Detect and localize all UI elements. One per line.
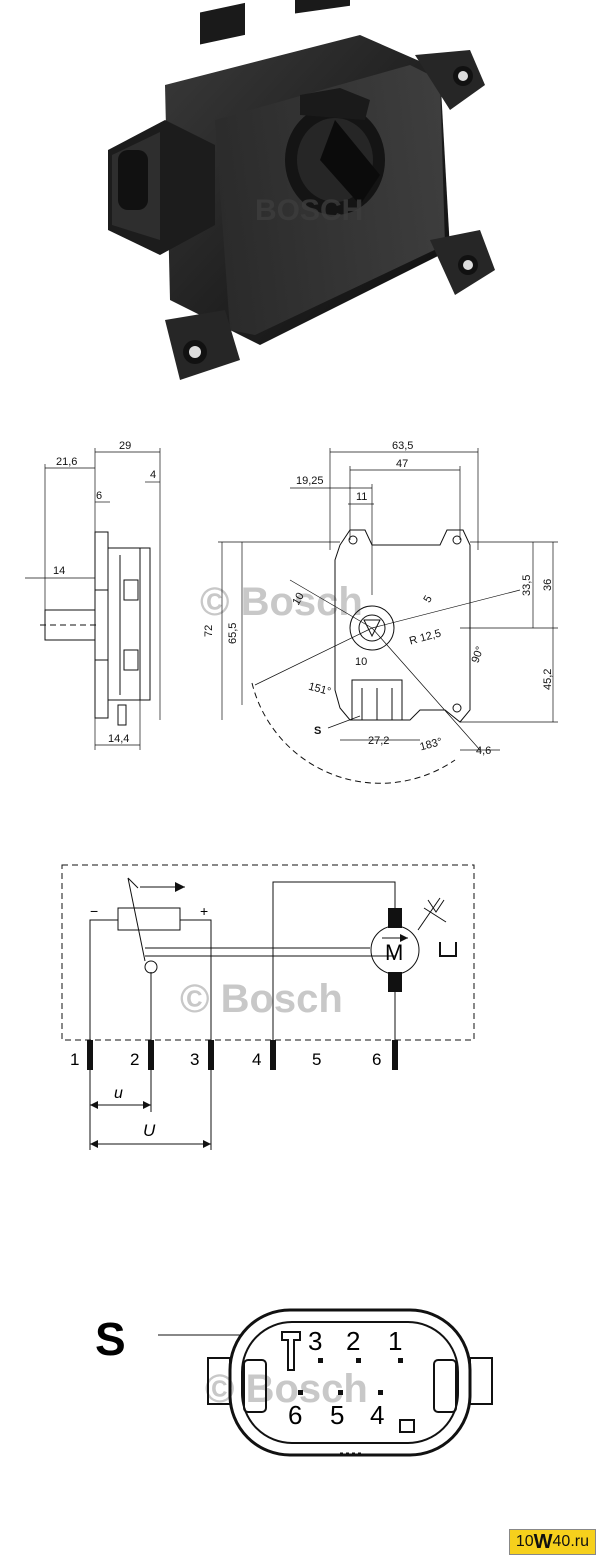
mounting-ear — [165, 310, 240, 380]
site-logo-prefix: 10 — [515, 1533, 534, 1550]
rotation-symbol-icon — [417, 897, 457, 957]
product-photo: BOSCH — [0, 0, 600, 400]
dim-29: 29 — [119, 440, 131, 452]
conn-pin-1: 1 — [388, 1326, 402, 1356]
dim-4: 4 — [150, 469, 156, 481]
plus-sign: + — [200, 903, 208, 919]
front-view: 63,5 47 19,25 11 72 65,5 33,5 36 45,2 — [203, 440, 558, 784]
pin-row: 1 2 3 4 5 6 — [70, 1040, 398, 1070]
dim-19-25: 19,25 — [296, 475, 324, 487]
pin-5: 5 — [312, 1050, 321, 1069]
motor-label: M — [385, 940, 403, 965]
connector-plug — [108, 120, 215, 255]
connector-face: © Bosch S 3 2 1 6 5 4 — [0, 1270, 600, 1510]
potentiometer: − + — [89, 877, 212, 1040]
dim-5: 5 — [421, 594, 434, 605]
dim-33-5: 33,5 — [521, 575, 533, 596]
site-logo-suffix: 40.ru — [552, 1533, 589, 1550]
dim-47: 47 — [396, 458, 408, 470]
pin-1: 1 — [70, 1050, 79, 1069]
pin-4: 4 — [252, 1050, 261, 1069]
site-logo-w: W — [533, 1530, 553, 1553]
angle-151: 151° — [307, 681, 332, 698]
brand-mark: BOSCH — [255, 194, 363, 227]
u-big-label: U — [143, 1121, 156, 1140]
dim-r-12-5: R 12,5 — [408, 628, 442, 648]
conn-pin-3: 3 — [308, 1326, 322, 1356]
dim-11: 11 — [356, 491, 367, 503]
angle-90: 90° — [469, 645, 486, 665]
watermark: © Bosch — [205, 1367, 368, 1411]
mounting-ear — [415, 50, 485, 110]
dim-14: 14 — [53, 565, 65, 577]
dimension-drawing: © Bosch 29 21,6 4 6 14 14,4 — [0, 420, 600, 810]
dim-72: 72 — [203, 625, 215, 637]
connector-pins: 3 2 1 6 5 4 — [288, 1326, 403, 1430]
dim-27-2: 27,2 — [368, 735, 389, 747]
conn-pin-4: 4 — [370, 1400, 384, 1430]
motor-symbol: M — [272, 881, 420, 1040]
output-shaft — [285, 88, 385, 215]
pin-2: 2 — [130, 1050, 139, 1069]
voltage-u-dimension: u U — [89, 1070, 212, 1150]
connector-s-label: S — [95, 1313, 126, 1365]
angle-183: 183° — [419, 736, 444, 753]
dim-6: 6 — [96, 490, 102, 502]
dim-36: 36 — [542, 579, 554, 591]
dim-14-4: 14,4 — [108, 733, 129, 745]
watermark: © Bosch — [200, 580, 363, 624]
dim-63-5: 63,5 — [392, 440, 413, 452]
side-view: 29 21,6 4 6 14 14,4 — [25, 440, 161, 750]
u-small-label: u — [114, 1085, 123, 1102]
s-marker: S — [314, 725, 321, 737]
dim-10-mid: 10 — [355, 656, 367, 668]
pin-6: 6 — [372, 1050, 381, 1069]
dim-4-6: 4,6 — [476, 745, 491, 757]
dim-10-top: 10 — [290, 591, 307, 608]
watermark: © Bosch — [180, 977, 343, 1021]
conn-pin-5: 5 — [330, 1400, 344, 1430]
site-logo: 10 W 40.ru — [508, 1529, 596, 1555]
dim-21-6: 21,6 — [56, 456, 77, 468]
wiring-schematic: © Bosch 1 2 3 4 5 6 − + — [0, 830, 600, 1170]
pin-3: 3 — [190, 1050, 199, 1069]
conn-pin-6: 6 — [288, 1400, 302, 1430]
minus-sign: − — [90, 903, 98, 919]
mounting-ear — [430, 230, 495, 295]
dim-65-5: 65,5 — [227, 623, 239, 644]
conn-pin-2: 2 — [346, 1326, 360, 1356]
dim-45-2: 45,2 — [542, 669, 554, 690]
